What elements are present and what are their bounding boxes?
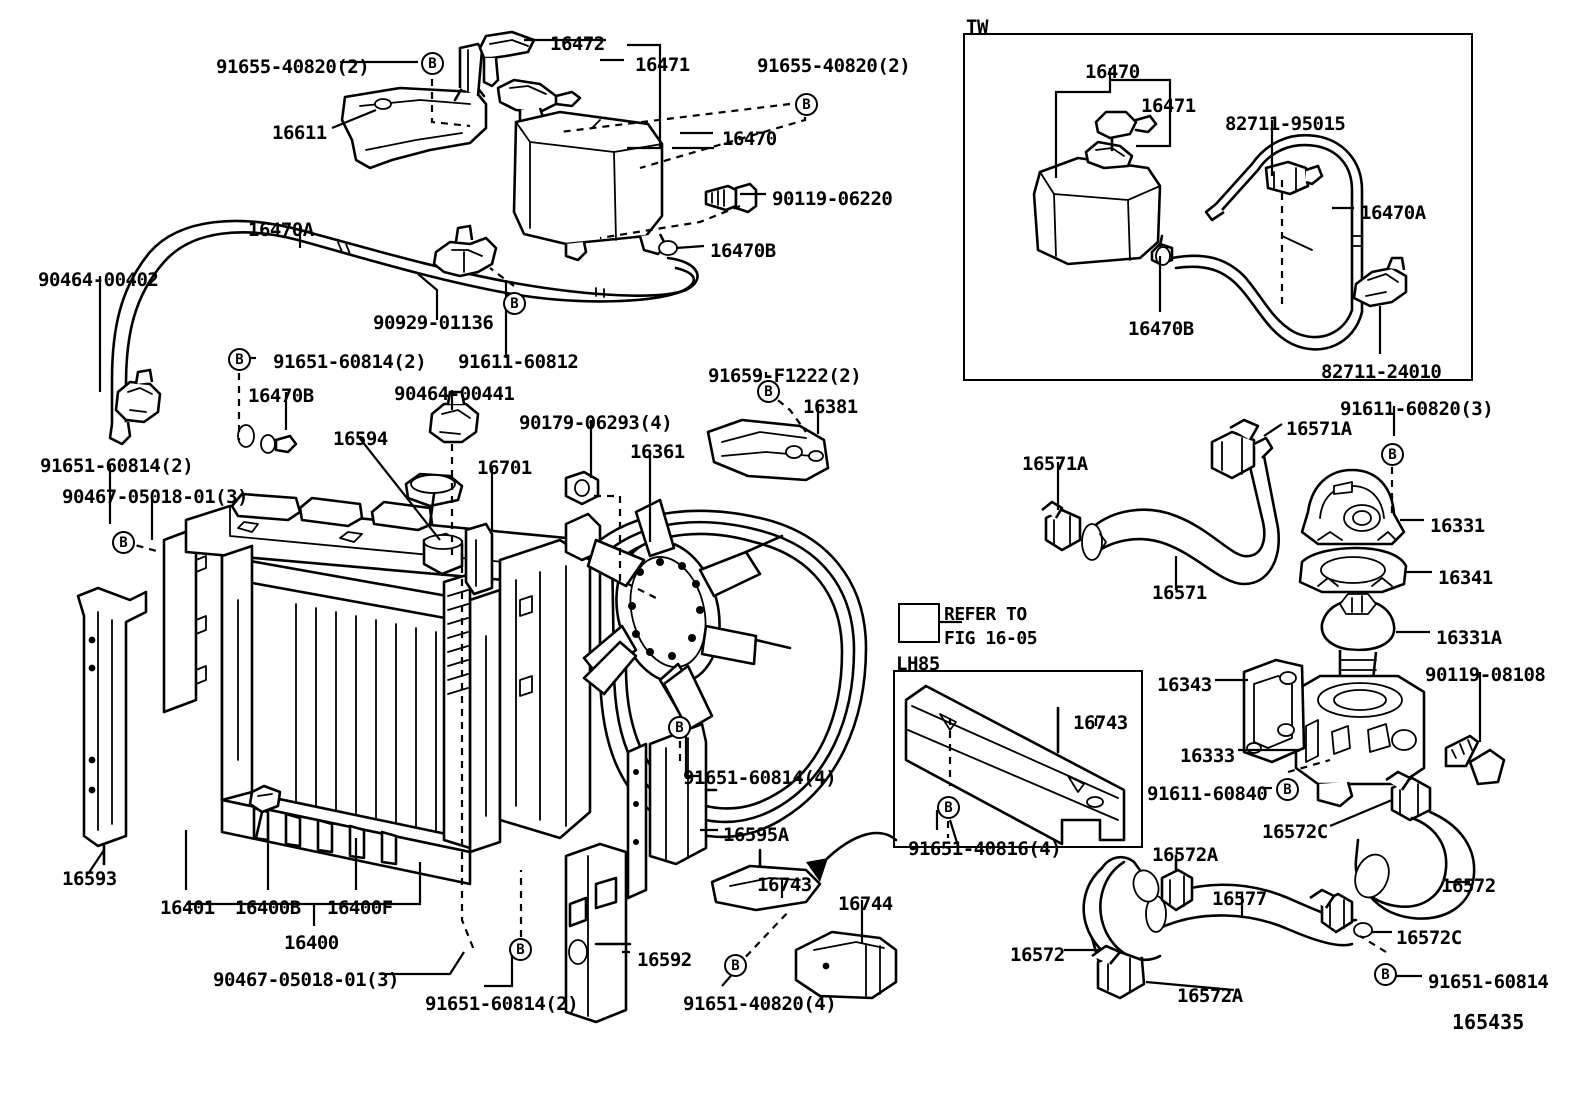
callout-b-icon	[757, 380, 780, 403]
part-number-label: 91611-60812	[458, 351, 579, 373]
callout-b-icon	[937, 796, 960, 819]
part-number-label: 16572	[1441, 875, 1496, 897]
part-number-label: 16470B	[248, 385, 314, 407]
part-number-label: 90119-06220	[772, 188, 893, 210]
part-number-label: 90467-05018-01(3)	[62, 486, 248, 508]
refer-to-line2: FIG 16-05	[944, 628, 1038, 649]
part-number-label: 90464-00441	[394, 383, 515, 405]
part-number-label: 16381	[803, 396, 858, 418]
callout-b-icon	[724, 954, 747, 977]
inset-lh85-frame	[893, 670, 1143, 848]
refer-to-box	[898, 603, 940, 643]
part-number-label: 16470A	[248, 219, 314, 241]
callout-b-icon	[503, 292, 526, 315]
callout-b-icon	[509, 938, 532, 961]
callout-b-icon	[421, 52, 444, 75]
inset-tw-frame	[963, 33, 1473, 381]
part-number-label: 16701	[477, 457, 532, 479]
part-number-label: 16611	[272, 122, 327, 144]
part-number-label: 16343	[1157, 674, 1212, 696]
part-number-label: 16572C	[1396, 927, 1462, 949]
refer-to-line1: REFER TO	[944, 604, 1027, 625]
callout-b-icon	[112, 531, 135, 554]
part-number-label: 90929-01136	[373, 312, 494, 334]
part-number-label: 16572	[1010, 944, 1065, 966]
part-number-label: 16592	[637, 949, 692, 971]
diagram-number: 165435	[1452, 1010, 1525, 1034]
callout-b-icon	[1276, 778, 1299, 801]
part-number-label: 16331A	[1436, 627, 1502, 649]
part-number-label: 16572C	[1262, 821, 1328, 843]
callout-b-icon	[668, 716, 691, 739]
part-number-label: 16593	[62, 868, 117, 890]
inset-lh85-label: LH85	[896, 653, 940, 675]
part-number-label: 16744	[838, 893, 893, 915]
part-number-label: 16470	[722, 128, 777, 150]
part-number-label: 16743	[1073, 712, 1128, 734]
part-number-label: 16470	[1085, 61, 1140, 83]
callout-b-icon	[1374, 963, 1397, 986]
part-number-label: 82711-95015	[1225, 113, 1346, 135]
part-number-label: 16472	[550, 33, 605, 55]
part-number-label: 16470B	[710, 240, 776, 262]
part-number-label: 91651-60814(2)	[273, 351, 427, 373]
part-number-label: 82711-24010	[1321, 361, 1442, 383]
callout-b-icon	[795, 93, 818, 116]
part-number-label: 16400F	[327, 897, 393, 919]
inset-tw-label: TW	[966, 16, 988, 38]
part-number-label: 16571A	[1286, 418, 1352, 440]
part-number-label: 16577	[1212, 888, 1267, 910]
part-number-label: 91655-40820(2)	[757, 55, 911, 77]
part-number-label: 16471	[635, 54, 690, 76]
part-number-label: 91651-60814(2)	[40, 455, 194, 477]
part-number-label: 91651-60814(4)	[683, 767, 837, 789]
part-number-label: 16401	[160, 897, 215, 919]
part-number-label: 90179-06293(4)	[519, 412, 673, 434]
part-number-label: 91611-60820(3)	[1340, 398, 1494, 420]
part-number-label: 16572A	[1177, 985, 1243, 1007]
part-number-label: 16595A	[723, 824, 789, 846]
part-number-label: 16361	[630, 441, 685, 463]
callout-b-icon	[228, 348, 251, 371]
part-number-label: 16571A	[1022, 453, 1088, 475]
part-number-label: 16572A	[1152, 844, 1218, 866]
part-number-label: 91651-40816(4)	[908, 838, 1062, 860]
part-number-label: 90467-05018-01(3)	[213, 969, 399, 991]
part-number-label: 91651-60814	[1428, 971, 1549, 993]
part-number-label: 16333	[1180, 745, 1235, 767]
part-number-label: 91651-60814(2)	[425, 993, 579, 1015]
part-number-label: 91659-F1222(2)	[708, 365, 862, 387]
part-number-label: 16400B	[235, 897, 301, 919]
part-number-label: 16471	[1141, 95, 1196, 117]
part-number-label: 16594	[333, 428, 388, 450]
part-number-label: 16571	[1152, 582, 1207, 604]
part-number-label: 90464-00402	[38, 269, 159, 291]
callout-b-icon	[1381, 443, 1404, 466]
part-number-label: 16470A	[1360, 202, 1426, 224]
part-number-label: 91655-40820(2)	[216, 56, 370, 78]
part-number-label: 16743	[757, 874, 812, 896]
part-number-label: 91651-40820(4)	[683, 993, 837, 1015]
part-number-label: 16400	[284, 932, 339, 954]
part-number-label: 16341	[1438, 567, 1493, 589]
part-number-label: 91611-60840	[1147, 783, 1268, 805]
part-number-label: 16331	[1430, 515, 1485, 537]
part-number-label: 16470B	[1128, 318, 1194, 340]
part-number-label: 90119-08108	[1425, 664, 1546, 686]
